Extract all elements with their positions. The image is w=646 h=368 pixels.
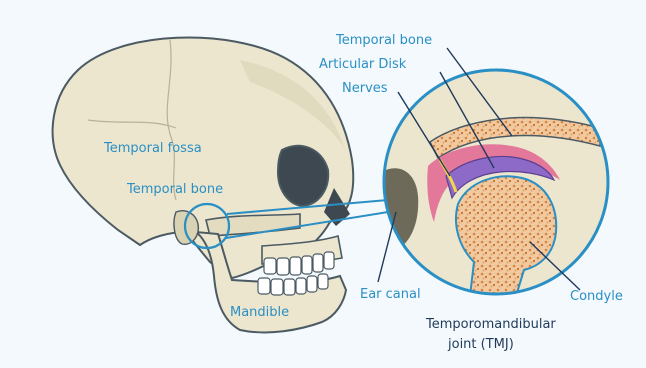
label-temporal-bone-skull: Temporal bone [126,182,223,197]
label-temporal-fossa: Temporal fossa [103,141,202,156]
tmj-zoom-inset [380,60,620,300]
label-mandible: Mandible [230,305,289,320]
label-tmj-line1: Temporomandibular [425,317,556,332]
label-ear-canal: Ear canal [360,287,421,302]
label-articular-disk: Articular Disk [319,57,407,72]
label-tmj-line2: joint (TMJ) [447,337,514,352]
label-temporal-bone-inset: Temporal bone [335,33,432,48]
label-condyle: Condyle [570,289,623,304]
label-nerves: Nerves [342,81,388,96]
eye-socket [278,146,328,206]
